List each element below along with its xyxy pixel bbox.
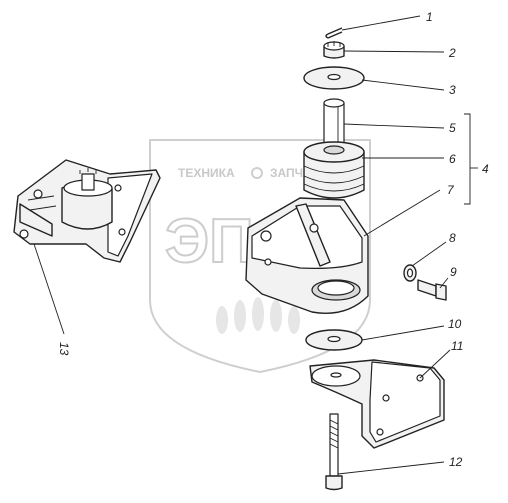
- callout-2: 2: [448, 46, 456, 60]
- callout-labels: 1 2 3 4 5 6 7 8 9 10 11 12 13: [57, 10, 489, 469]
- watermark-gear-icon: [251, 167, 263, 179]
- callout-4: 4: [482, 162, 489, 176]
- callout-11: 11: [451, 339, 463, 353]
- callout-8: 8: [449, 231, 456, 245]
- watermark-wheat-icon: [216, 297, 300, 334]
- watermark-shield: [149, 139, 371, 374]
- part-9-bolt: [417, 279, 447, 301]
- leader-lines: [33, 15, 478, 475]
- callout-9: 9: [450, 265, 457, 279]
- callout-6: 6: [449, 152, 456, 166]
- part-6-rubber-cushion: [303, 141, 365, 199]
- watermark-brand-text: ТЕХНИКА: [178, 166, 235, 180]
- part-3-washer: [303, 66, 365, 90]
- part-8-lock-washer: [403, 264, 417, 282]
- part-10-washer: [305, 329, 363, 351]
- part-7-bracket: [245, 197, 369, 314]
- callout-13: 13: [57, 342, 71, 356]
- callout-5: 5: [449, 121, 456, 135]
- callout-7: 7: [447, 183, 455, 197]
- part-12-long-bolt: [325, 413, 343, 491]
- part-2-castle-nut: [323, 41, 345, 59]
- callout-12: 12: [449, 455, 463, 469]
- part-13-assembled-mount: [13, 159, 161, 263]
- callout-1: 1: [426, 10, 433, 24]
- part-11-frame-bracket: [309, 359, 445, 449]
- callout-3: 3: [449, 83, 456, 97]
- part-1-cotter-pin: [325, 27, 343, 39]
- callout-10: 10: [448, 317, 462, 331]
